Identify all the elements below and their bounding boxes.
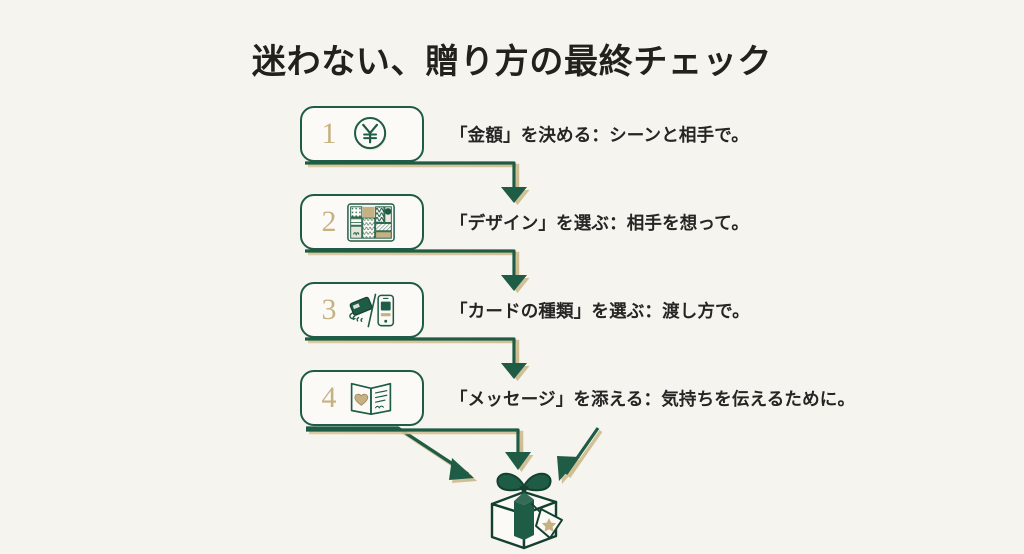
step-pill-1[interactable]: 1 xyxy=(300,106,424,162)
step-item-2[interactable]: 2 xyxy=(300,194,749,250)
step-label-2: 「デザイン」を選ぶ：相手を想って。 xyxy=(450,212,750,233)
steps-list: 1 「金額」を決める：シーンと相手で。 2 xyxy=(0,106,1024,436)
step-item-3[interactable]: 3 xyxy=(300,282,750,338)
step-number-3: 3 xyxy=(321,293,337,326)
step-pill-3[interactable]: 3 xyxy=(300,282,424,338)
page-title: 迷わない、贈り方の最終チェック xyxy=(251,44,773,81)
step-label-4: 「メッセージ」を添える：気持ちを伝えるために。 xyxy=(450,388,856,409)
gift-box-icon xyxy=(470,462,578,552)
open-card-heart-icon xyxy=(346,376,396,420)
step-pill-4[interactable]: 4 xyxy=(300,370,424,426)
yen-coin-icon xyxy=(346,112,396,156)
design-pattern-grid-icon xyxy=(346,200,396,244)
step-label-3: 「カードの種類」を選ぶ：渡し方で。 xyxy=(450,300,750,321)
step-pill-2[interactable]: 2 xyxy=(300,194,424,250)
step-label-1: 「金額」を決める：シーンと相手で。 xyxy=(450,124,749,145)
step-item-1[interactable]: 1 「金額」を決める：シーンと相手で。 xyxy=(300,106,749,162)
step-number-4: 4 xyxy=(321,381,337,414)
step-item-4[interactable]: 4 xyxy=(300,370,855,426)
step-number-2: 2 xyxy=(321,205,337,238)
hand-card-smartphone-icon xyxy=(346,288,396,332)
step-number-1: 1 xyxy=(321,117,337,150)
